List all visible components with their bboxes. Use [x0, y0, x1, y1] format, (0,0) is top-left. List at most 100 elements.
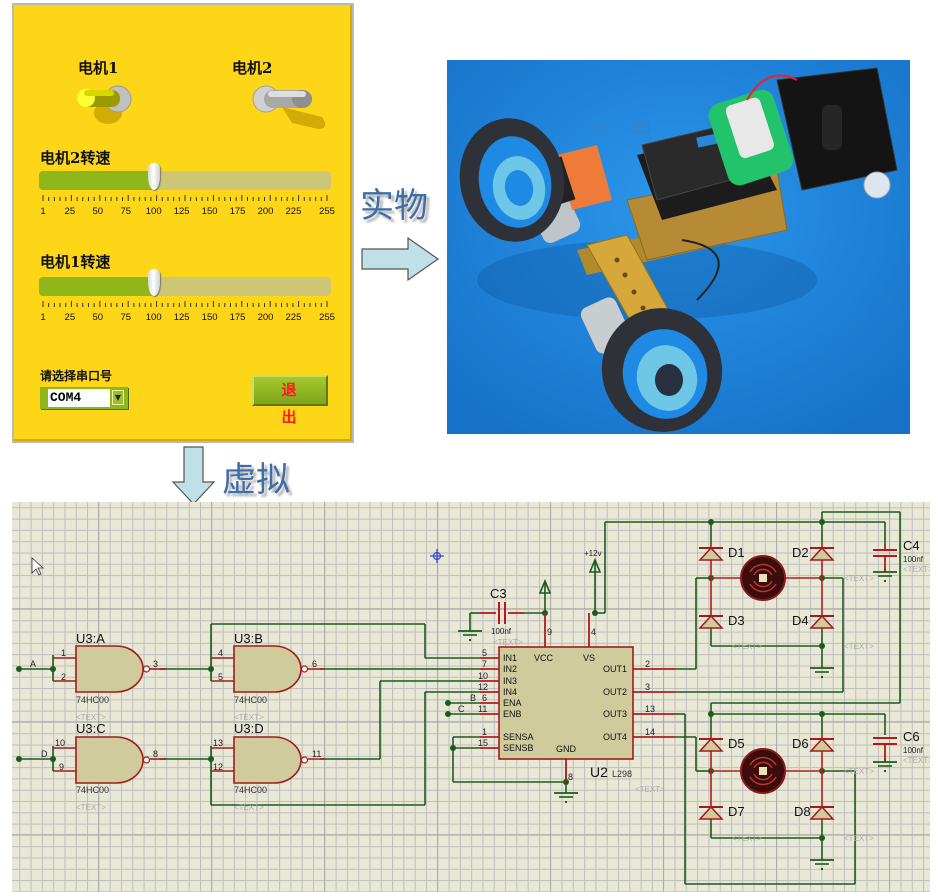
- slider-tick-label: 75: [120, 312, 132, 323]
- slider-tick-label: 175: [229, 312, 246, 323]
- dropdown-arrow-icon[interactable]: ▼: [112, 390, 124, 405]
- svg-text:ENB: ENB: [503, 709, 522, 719]
- svg-text:3: 3: [645, 682, 650, 692]
- driver-ic-u2: [480, 613, 675, 782]
- schematic-canvas[interactable]: U3:A U3:B U3:C U3:D 74HC00 74HC00 74HC00…: [12, 502, 930, 892]
- slider-tick-label: 225: [285, 312, 302, 323]
- c6-ref: C6: [903, 729, 920, 744]
- robot-car-photo: [447, 60, 910, 434]
- slider-tick-label: 75: [120, 206, 132, 217]
- slider-tick-label: 200: [257, 312, 274, 323]
- diode-labels: D1 D2 D3 D4 D5 D6 D7 D8: [728, 545, 811, 819]
- wheel-rear-left: [459, 118, 565, 242]
- slider-thumb[interactable]: [147, 163, 160, 190]
- pin-number: 5: [218, 672, 223, 682]
- capacitor-c3: [457, 602, 524, 641]
- text-placeholder: <TEXT>: [76, 713, 106, 722]
- svg-text:1: 1: [482, 727, 487, 737]
- svg-text:ENA: ENA: [503, 698, 522, 708]
- schematic-drawing: U3:A U3:B U3:C U3:D 74HC00 74HC00 74HC00…: [16, 511, 930, 885]
- slider-fill: [39, 171, 154, 190]
- gate-u3c: [53, 736, 166, 784]
- svg-text:14: 14: [645, 727, 655, 737]
- driver-pin-names: IN1 IN2 IN3 IN4 ENA ENB SENSA SENSB VCC …: [503, 653, 627, 754]
- svg-text:OUT4: OUT4: [603, 732, 627, 742]
- svg-text:5: 5: [482, 648, 487, 658]
- motor-2-icon: [740, 748, 786, 794]
- slider-tick-label: 50: [92, 206, 104, 217]
- text-placeholder: <TEXT>: [493, 638, 523, 647]
- slider-ticks: [42, 301, 328, 307]
- driver-part: L298: [612, 769, 632, 779]
- vcc-power-arrow-icon: [538, 578, 552, 594]
- text-placeholder: <TEXT>: [844, 834, 874, 843]
- slider-tick-label: 100: [145, 312, 162, 323]
- c3-value: 100nf: [491, 627, 512, 636]
- switch2-label: 电机2: [232, 59, 273, 77]
- svg-text:8: 8: [568, 772, 573, 782]
- motor-1-icon: [740, 555, 786, 601]
- slider-tick-label: 100: [145, 206, 162, 217]
- svg-text:OUT1: OUT1: [603, 664, 627, 674]
- slider-tick-label: 25: [64, 312, 76, 323]
- motor2-toggle-switch[interactable]: [252, 79, 332, 129]
- svg-text:IN1: IN1: [503, 653, 517, 663]
- slider-track: [39, 277, 331, 296]
- gate-part-label: 74HC00: [76, 785, 109, 795]
- svg-text:2: 2: [645, 659, 650, 669]
- svg-text:13: 13: [645, 704, 655, 714]
- slider-tick-label: 255: [319, 312, 335, 323]
- pin-number: 9: [59, 762, 64, 772]
- h-bridge-2: [698, 735, 835, 870]
- mouse-cursor-icon: [31, 557, 45, 576]
- text-placeholder: <TEXT>: [76, 803, 106, 812]
- driver-ref: U2: [590, 764, 608, 780]
- serial-port-label: 请选择串口号: [40, 369, 113, 383]
- svg-text:D7: D7: [728, 804, 745, 819]
- svg-text:VS: VS: [583, 653, 595, 663]
- gate-ref-label: U3:C: [76, 721, 106, 736]
- slider-tick-label: 175: [229, 206, 246, 217]
- slider-motor1-label: 电机1转速: [40, 253, 111, 271]
- pin-number: 2: [61, 672, 66, 682]
- gate-ref-label: U3:D: [234, 721, 264, 736]
- svg-text:9: 9: [547, 627, 552, 637]
- slider-tick-label: 150: [201, 312, 218, 323]
- slider-ticks: [42, 195, 328, 201]
- switch1-label: 电机1: [78, 59, 119, 77]
- svg-text:12: 12: [478, 682, 488, 692]
- gate-ref-label: U3:B: [234, 631, 263, 646]
- svg-text:OUT3: OUT3: [603, 709, 627, 719]
- svg-text:10: 10: [478, 671, 488, 681]
- wheel-front-left: [601, 308, 723, 432]
- slider-thumb[interactable]: [147, 269, 160, 296]
- slider-tick-label: 200: [257, 206, 274, 217]
- svg-text:D1: D1: [728, 545, 745, 560]
- svg-text:7: 7: [482, 659, 487, 669]
- svg-text:SENSB: SENSB: [503, 743, 534, 753]
- serial-port-select[interactable]: COM4 ▼: [40, 387, 128, 409]
- slider-tick-label: 225: [285, 206, 302, 217]
- svg-text:15: 15: [478, 738, 488, 748]
- text-placeholder: <TEXT>: [903, 565, 930, 574]
- exit-button[interactable]: 退 出: [252, 375, 328, 426]
- slider-tick-label: 25: [64, 206, 76, 217]
- h-bridge-1: [698, 544, 835, 678]
- svg-text:D5: D5: [728, 736, 745, 751]
- slider-tick-label: 1: [40, 206, 46, 217]
- slider-tick-label: 1: [40, 312, 46, 323]
- slider-tick-label: 255: [319, 206, 335, 217]
- motor1-toggle-switch[interactable]: [70, 79, 150, 129]
- power-label: +12v: [584, 549, 602, 558]
- slider-fill: [39, 277, 154, 296]
- net-label: A: [30, 659, 36, 669]
- driver-pin-numbers: 5 7 10 12 6 11 1 15 B C 9 4 8 2 3 13 14: [458, 627, 655, 782]
- text-placeholder: <TEXT>: [635, 785, 665, 794]
- svg-text:GND: GND: [556, 744, 577, 754]
- svg-text:OUT2: OUT2: [603, 687, 627, 697]
- pin-number: 12: [213, 762, 223, 772]
- capacitor-c6: [872, 737, 898, 772]
- slider-tick-label: 125: [173, 206, 190, 217]
